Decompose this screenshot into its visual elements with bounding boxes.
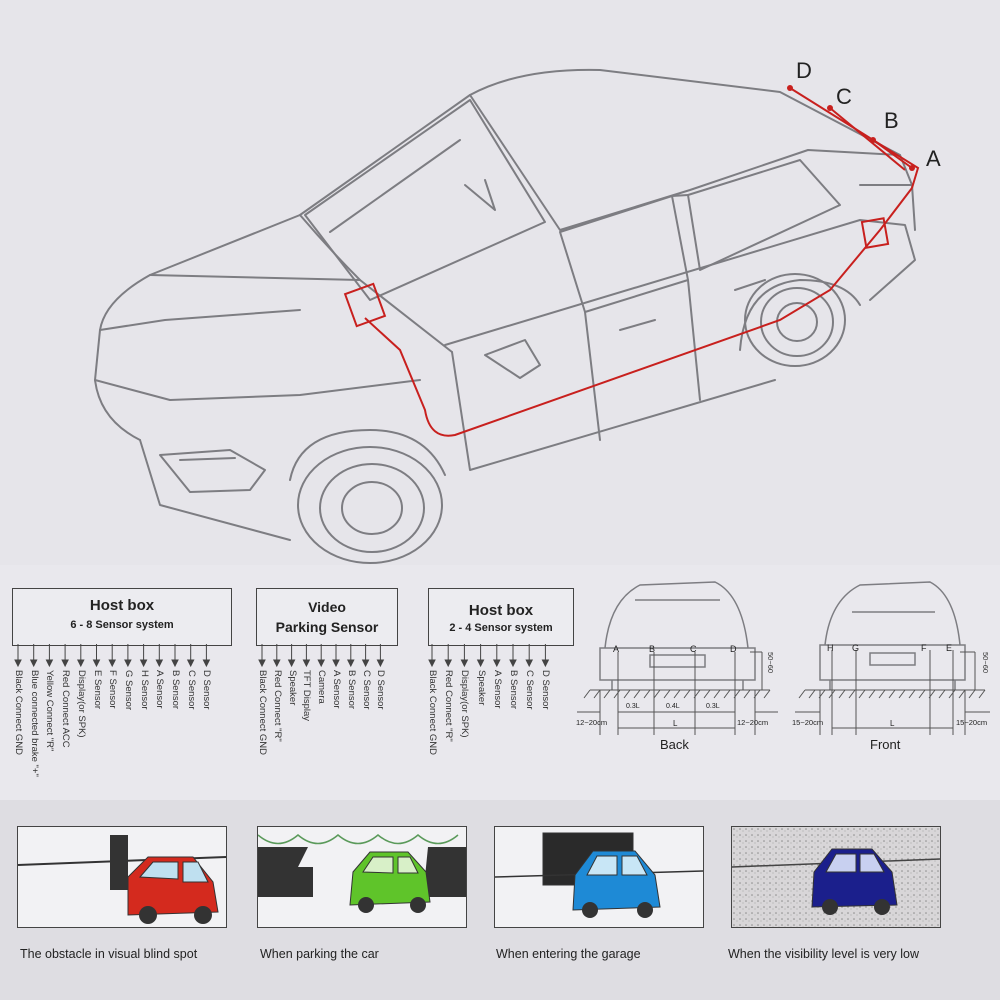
sensor-point-d	[787, 85, 793, 91]
scenario-parking-illustration	[258, 834, 466, 913]
back-side-left: 12~20cm	[576, 718, 608, 727]
scenario-garage	[494, 826, 704, 928]
caption-low-visibility: When the visibility level is very low	[728, 947, 920, 961]
car-icon	[127, 856, 219, 924]
back-sensor-d: D	[730, 644, 737, 654]
back-side-right: 12~20cm	[737, 718, 769, 727]
host8-pin-arrow	[108, 659, 117, 668]
obstacle-post	[110, 835, 128, 890]
sensor-points	[787, 85, 915, 171]
video-pin-arrow	[317, 659, 326, 668]
sensor-placement-diagrams	[577, 581, 990, 735]
video-pin-arrow	[287, 659, 296, 668]
host8-pin-arrow	[124, 659, 132, 668]
car-installation-diagram	[94, 68, 920, 564]
front-height: 50~60	[981, 652, 990, 674]
host4-pin-arrow	[428, 659, 436, 668]
sensor-point-a	[909, 165, 915, 171]
host8-pin-arrow	[139, 659, 148, 668]
caption-parking: When parking the car	[260, 947, 379, 961]
sensor-point-c	[827, 105, 833, 111]
front-sensor-e: E	[946, 643, 953, 653]
car-outline	[94, 68, 916, 564]
video-pin-arrow	[302, 659, 311, 668]
video-pin-arrow	[376, 659, 385, 668]
host8-pin-arrow	[171, 659, 179, 668]
host4-pin-arrow	[525, 659, 534, 668]
back-spacing-3: 0.3L	[706, 703, 720, 710]
host8-pin-arrow	[29, 659, 38, 668]
video-box-subtitle: Parking Sensor	[275, 619, 379, 635]
host4-pin-arrow	[541, 659, 550, 668]
video-pin-arrow	[332, 659, 340, 668]
scenario-blind-spot	[17, 826, 227, 928]
back-total-length: L	[673, 719, 678, 728]
video-pin-arrow	[272, 659, 281, 668]
host4-pin-arrow	[444, 659, 453, 668]
host8-pin-arrow	[92, 659, 101, 668]
back-caption: Back	[660, 737, 689, 752]
front-sensor-g: G	[852, 643, 860, 653]
back-spacing-1: 0.3L	[626, 703, 640, 710]
sensor-label-d: D	[796, 58, 812, 83]
sensor-point-b	[870, 137, 876, 143]
front-car-outline	[819, 581, 966, 690]
video-pin-arrow	[258, 659, 266, 668]
video-pin-arrow	[361, 659, 370, 668]
host-box-4-subtitle: 2 - 4 Sensor system	[449, 622, 553, 634]
car-icon	[572, 850, 661, 918]
sensor-wiring	[343, 87, 920, 437]
host4-pin-arrow	[476, 659, 485, 668]
sensor-label-b: B	[884, 108, 899, 133]
sensor-label-a: A	[926, 146, 941, 171]
scenario-low-visibility-illustration	[732, 827, 940, 927]
host4-pin-arrow	[492, 659, 501, 668]
host-box-8-title: Host box	[89, 597, 155, 614]
front-side-left: 15~20cm	[792, 718, 824, 727]
host8-pin-arrow	[61, 659, 69, 668]
front-side-right: 15~20cm	[956, 718, 988, 727]
back-spacing-2: 0.4L	[666, 703, 680, 710]
connector-wires	[14, 644, 550, 668]
scenario-blind-spot-illustration	[18, 835, 226, 924]
host4-pin-arrow	[460, 659, 469, 668]
pin-connectors	[14, 644, 550, 668]
host-box-4-title: Host box	[468, 602, 534, 619]
scenario-parking	[257, 826, 467, 928]
video-box-title: Video	[308, 599, 346, 615]
ground-lines	[577, 650, 990, 735]
front-sensor-h: H	[827, 643, 834, 653]
host8-pin-arrow	[45, 659, 54, 668]
front-total-length: L	[890, 719, 895, 728]
car-icon	[349, 851, 431, 913]
scenario-garage-illustration	[495, 832, 703, 918]
host8-pin-arrow	[202, 659, 211, 668]
back-height: 50~60	[766, 652, 775, 674]
host4-pin-arrow	[509, 659, 517, 668]
video-parking-sensor-box: Video Parking Sensor	[256, 588, 398, 646]
caption-blind-spot: The obstacle in visual blind spot	[20, 947, 198, 961]
car-diagram-background	[0, 0, 1000, 565]
host-box-8-sensor: Host box 6 - 8 Sensor system	[12, 588, 232, 646]
back-car-outline	[599, 581, 756, 690]
video-pin-arrow	[346, 659, 355, 668]
host-box-8-subtitle: 6 - 8 Sensor system	[70, 619, 174, 631]
caption-garage: When entering the garage	[496, 947, 641, 961]
host-box-4-sensor: Host box 2 - 4 Sensor system	[428, 588, 574, 646]
front-sensor-f: F	[921, 643, 927, 653]
host8-pin-arrow	[76, 659, 85, 668]
car-icon	[811, 848, 898, 915]
back-sensor-a: A	[613, 644, 620, 654]
host8-pin-arrow	[155, 659, 164, 668]
scenario-low-visibility	[731, 826, 941, 928]
host8-pin-arrow	[186, 659, 195, 668]
back-sensor-c: C	[690, 644, 697, 654]
host8-pin-arrow	[14, 659, 22, 668]
back-sensor-b: B	[649, 644, 656, 654]
sensor-label-c: C	[836, 84, 852, 109]
front-caption: Front	[870, 737, 901, 752]
